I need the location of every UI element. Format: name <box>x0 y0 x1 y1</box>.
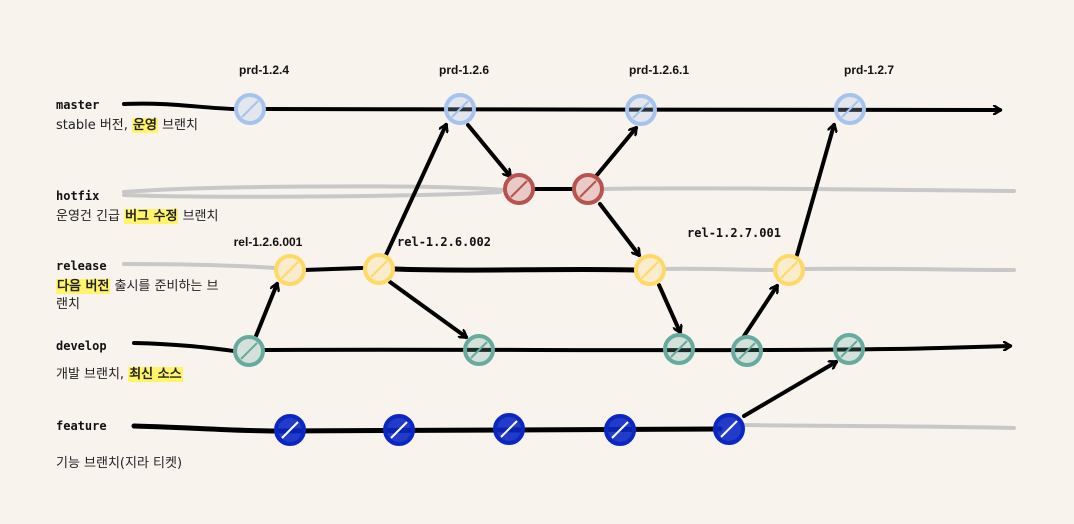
hotfix-commit-node <box>503 173 535 205</box>
release-line-mid <box>662 266 774 272</box>
tag-prd-1-2-6-1: prd-1.2.6.1 <box>629 63 689 77</box>
develop-commit-hatch <box>738 342 756 360</box>
flow-arrows <box>254 123 836 418</box>
develop-commit-node <box>663 333 695 365</box>
feature-commit-node <box>274 414 306 446</box>
hotfix-commit-node <box>572 173 604 205</box>
feature-commit-hatch <box>500 420 518 438</box>
feature-commit-hatch <box>281 421 299 439</box>
develop-desc-text: 개발 브랜치, <box>56 367 129 382</box>
arrow-hotfix-to-release <box>598 202 641 255</box>
hotfix-desc-text: 운영건 긴급 <box>56 209 125 224</box>
release-commit-node <box>363 253 395 285</box>
master-commit-node <box>444 93 476 125</box>
arrow-release-to-develop <box>388 280 466 339</box>
release-commit-hatch <box>780 261 798 279</box>
feature-commit-node <box>604 414 636 446</box>
arrow-release-to-master-2 <box>795 125 834 257</box>
develop-commit-node <box>731 335 763 367</box>
feature-commit-node <box>383 414 415 446</box>
tag-rel-1-2-6-002: rel-1.2.6.002 <box>397 235 491 249</box>
arrow-master-to-hotfix <box>466 123 512 176</box>
feature-commit-hatch <box>611 421 629 439</box>
inactive-lines <box>122 184 1016 430</box>
master-commit-hatch <box>451 100 469 118</box>
tag-prd-1-2-4: prd-1.2.4 <box>239 63 289 77</box>
branch-name-hotfix: hotfix <box>56 189 99 203</box>
release-commit-node <box>634 254 666 286</box>
develop-commit-hatch <box>240 342 258 360</box>
active-lines <box>122 101 1010 434</box>
arrow-release-to-master <box>384 125 446 257</box>
branch-names: master hotfix release develop feature <box>56 98 107 433</box>
arrow-feature-to-develop <box>742 362 836 418</box>
release-active-line-2 <box>392 266 637 273</box>
version-tags: prd-1.2.4 prd-1.2.6 prd-1.2.6.1 prd-1.2.… <box>234 63 895 249</box>
release-active-line <box>302 266 364 272</box>
master-commit-hatch <box>241 100 259 118</box>
master-commit-hatch <box>632 101 650 119</box>
arrow-release-to-develop-2 <box>657 283 680 332</box>
feature-commit-node <box>713 413 745 445</box>
hotfix-desc-text: 브랜치 <box>178 209 219 224</box>
release-commit-node <box>773 254 805 286</box>
feature-commit-hatch <box>390 421 408 439</box>
master-line <box>264 109 1000 110</box>
feature-desc-text: 기능 브랜치(지라 티켓) <box>56 456 183 471</box>
develop-commit-hatch <box>840 340 858 358</box>
master-commit-node <box>234 93 266 125</box>
release-commit-hatch <box>370 260 388 278</box>
develop-commit-hatch <box>470 341 488 359</box>
release-commit-node <box>274 254 306 286</box>
develop-desc-highlight: 최신 소스 <box>128 367 183 382</box>
commit-nodes <box>233 93 866 446</box>
master-desc-text: 브랜치 <box>157 118 198 133</box>
release-commit-hatch <box>641 261 659 279</box>
hotfix-commit-hatch <box>510 180 528 198</box>
arrow-hotfix-to-master <box>595 128 638 177</box>
feature-commit-node <box>493 413 525 445</box>
develop-commit-hatch <box>670 340 688 358</box>
hotfix-line-left-2 <box>122 190 502 199</box>
branch-name-release: release <box>56 259 107 273</box>
release-desc-highlight: 다음 버전 <box>56 279 111 294</box>
master-desc-text: stable 버전, <box>56 118 133 133</box>
master-line-start <box>122 101 236 111</box>
hotfix-line-left <box>122 184 507 194</box>
develop-commit-node <box>833 333 865 365</box>
develop-line <box>262 346 1010 353</box>
branch-name-develop: develop <box>56 339 107 353</box>
release-desc-text: 출시를 준비하는 브랜치 <box>56 279 219 312</box>
release-description: 다음 버전 출시를 준비하는 브랜치 <box>56 278 226 314</box>
master-commit-node <box>834 93 866 125</box>
develop-line-start <box>132 341 236 353</box>
feature-line <box>131 423 723 434</box>
hotfix-desc-highlight: 버그 수정 <box>124 209 179 224</box>
feature-description: 기능 브랜치(지라 티켓) <box>56 455 226 473</box>
tag-rel-1-2-7-001: rel-1.2.7.001 <box>687 226 781 240</box>
tag-prd-1-2-6: prd-1.2.6 <box>439 63 489 77</box>
master-description: stable 버전, 운영 브랜치 <box>56 117 226 135</box>
branch-name-master: master <box>56 98 99 112</box>
arrow-develop-to-release-1 <box>254 284 277 338</box>
feature-line-right <box>742 423 1016 430</box>
develop-commit-node <box>233 335 265 367</box>
arrow-develop-to-release-2 <box>742 286 779 338</box>
release-line-left <box>122 262 278 270</box>
tag-prd-1-2-7: prd-1.2.7 <box>844 63 894 77</box>
hotfix-description: 운영건 긴급 버그 수정 브랜치 <box>56 208 226 226</box>
feature-commit-hatch <box>720 420 738 438</box>
master-commit-node <box>625 94 657 126</box>
branch-name-feature: feature <box>56 419 107 433</box>
master-commit-hatch <box>841 100 859 118</box>
tag-rel-1-2-6-001: rel-1.2.6.001 <box>234 235 303 249</box>
hotfix-commit-hatch <box>579 180 597 198</box>
master-desc-highlight: 운영 <box>132 118 158 133</box>
release-commit-hatch <box>281 261 299 279</box>
develop-description: 개발 브랜치, 최신 소스 <box>56 366 226 384</box>
develop-commit-node <box>463 334 495 366</box>
release-line-right <box>802 266 1016 272</box>
hotfix-line-right <box>600 186 1016 193</box>
